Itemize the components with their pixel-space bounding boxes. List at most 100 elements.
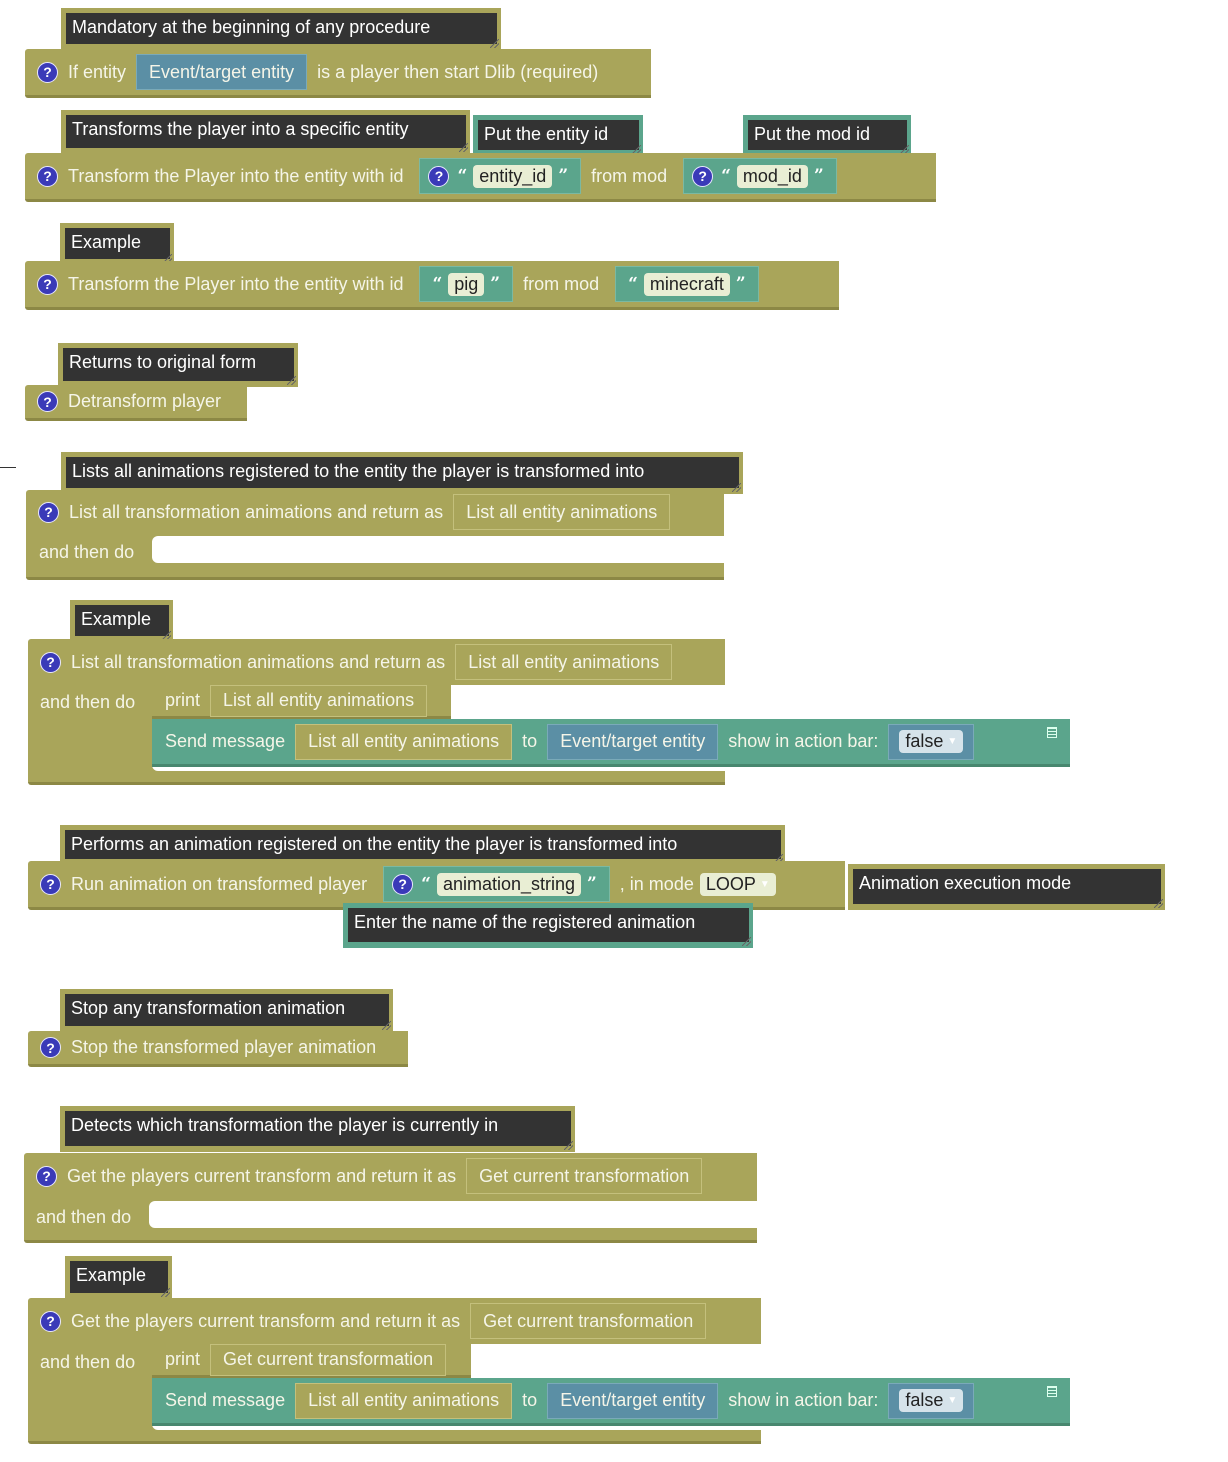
comment-text: Animation execution mode — [853, 869, 1161, 904]
chevron-down-icon: ▼ — [947, 736, 958, 747]
animation-text-block[interactable]: ? “ animation_string ” — [383, 866, 610, 902]
event-target-entity-slot[interactable]: Event/target entity — [547, 1382, 719, 1419]
comment-animation-name[interactable]: Enter the name of the registered animati… — [343, 903, 753, 948]
print-block[interactable]: print Get current transformation — [152, 1343, 471, 1378]
statement-label: and then do — [40, 1352, 136, 1372]
block-label: Get the players current transform and re… — [71, 1310, 461, 1331]
transform-player-block[interactable]: ? Transform the Player into the entity w… — [25, 153, 936, 202]
help-icon[interactable]: ? — [37, 165, 58, 187]
comment-example-1[interactable]: Example — [60, 223, 174, 265]
help-icon[interactable]: ? — [40, 1037, 61, 1058]
action-bar-boolean-slot[interactable]: false▼ — [888, 1382, 975, 1419]
resize-grip-icon[interactable] — [1154, 899, 1163, 908]
help-icon[interactable]: ? — [392, 873, 414, 895]
mod-id-text-block[interactable]: ? “ mod_id ” — [683, 158, 837, 194]
comment-detect-transformation[interactable]: Detects which transformation the player … — [60, 1106, 575, 1152]
quote-close-icon: ” — [558, 166, 569, 186]
quote-open-icon: “ — [457, 166, 468, 186]
block-label: Detransform player — [68, 391, 222, 411]
help-icon[interactable]: ? — [36, 1165, 57, 1187]
statement-input[interactable] — [149, 1201, 757, 1228]
event-target-entity-slot[interactable]: Event/target entity — [136, 54, 308, 90]
list-animations-block[interactable]: ? List all transformation animations and… — [26, 490, 724, 580]
help-icon[interactable]: ? — [37, 391, 58, 412]
resize-grip-icon[interactable] — [774, 854, 783, 863]
dropdown-value: LOOP — [705, 873, 756, 894]
print-block[interactable]: print List all entity animations — [152, 684, 451, 719]
comment-entity-id[interactable]: Put the entity id — [473, 115, 643, 156]
statement-input[interactable] — [152, 536, 724, 563]
comment-example-3[interactable]: Example — [65, 1256, 172, 1299]
boolean-dropdown[interactable]: false▼ — [899, 1389, 964, 1412]
get-transform-block[interactable]: ? Get the players current transform and … — [24, 1153, 757, 1243]
resize-grip-icon[interactable] — [732, 483, 741, 492]
print-value-slot[interactable]: List all entity animations — [210, 684, 428, 717]
text-field[interactable]: mod_id — [736, 164, 808, 188]
send-message-block[interactable]: Send message List all entity animations … — [152, 1378, 1070, 1426]
help-icon[interactable]: ? — [692, 165, 714, 187]
text-field[interactable]: entity_id — [473, 164, 553, 188]
resize-grip-icon[interactable] — [459, 143, 468, 152]
print-value-slot[interactable]: Get current transformation — [210, 1343, 447, 1376]
event-target-entity-slot[interactable]: Event/target entity — [547, 723, 719, 760]
comment-transform[interactable]: Transforms the player into a specific en… — [61, 110, 470, 154]
comment-mod-id[interactable]: Put the mod id — [743, 115, 911, 156]
comment-stop-animation[interactable]: Stop any transformation animation — [60, 989, 393, 1032]
comment-original-form[interactable]: Returns to original form — [58, 343, 298, 387]
help-icon[interactable]: ? — [38, 501, 59, 523]
resize-grip-icon[interactable] — [163, 254, 172, 263]
help-icon[interactable]: ? — [40, 651, 61, 673]
mutator-icon[interactable] — [1047, 727, 1057, 738]
comment-text: Returns to original form — [63, 348, 294, 381]
comment-mandatory[interactable]: Mandatory at the beginning of any proced… — [61, 8, 501, 50]
text-field[interactable]: pig — [448, 272, 485, 296]
resize-grip-icon[interactable] — [287, 376, 296, 385]
block-label: Run animation on transformed player — [71, 873, 368, 894]
block-label: List all transformation animations and r… — [69, 501, 444, 522]
resize-grip-icon[interactable] — [161, 1288, 170, 1297]
resize-grip-icon[interactable] — [900, 145, 909, 154]
action-bar-boolean-slot[interactable]: false▼ — [888, 723, 975, 760]
block-label: to — [522, 1390, 538, 1410]
text-field[interactable]: animation_string — [436, 872, 582, 896]
entity-id-text-block[interactable]: “ pig ” — [419, 266, 514, 302]
stop-animation-block[interactable]: ? Stop the transformed player animation — [28, 1031, 408, 1067]
return-variable-slot[interactable]: Get current transformation — [470, 1303, 707, 1339]
mutator-icon[interactable] — [1047, 1386, 1057, 1397]
block-label: from mod — [591, 165, 668, 186]
run-animation-block[interactable]: ? Run animation on transformed player ? … — [28, 861, 845, 910]
text-field[interactable]: minecraft — [643, 272, 730, 296]
comment-execution-mode[interactable]: Animation execution mode — [848, 864, 1165, 910]
boolean-dropdown[interactable]: false▼ — [899, 730, 964, 753]
help-icon[interactable]: ? — [40, 1310, 61, 1332]
comment-example-2[interactable]: Example — [70, 600, 173, 642]
resize-grip-icon[interactable] — [382, 1021, 391, 1030]
send-message-block[interactable]: Send message List all entity animations … — [152, 719, 1070, 767]
return-variable-slot[interactable]: Get current transformation — [466, 1158, 703, 1194]
comment-list-animations[interactable]: Lists all animations registered to the e… — [61, 452, 743, 494]
start-dlib-block[interactable]: ? If entity Event/target entity is a pla… — [25, 49, 651, 98]
help-icon[interactable]: ? — [37, 61, 58, 83]
resize-grip-icon[interactable] — [162, 631, 171, 640]
comment-text: Put the entity id — [478, 120, 639, 150]
dropdown-value: false — [905, 731, 944, 751]
resize-grip-icon[interactable] — [490, 39, 499, 48]
message-value-slot[interactable]: List all entity animations — [295, 723, 513, 760]
message-value-slot[interactable]: List all entity animations — [295, 1382, 513, 1419]
statement-label: and then do — [39, 542, 135, 562]
return-variable-slot[interactable]: List all entity animations — [455, 644, 673, 680]
help-icon[interactable]: ? — [428, 165, 450, 187]
return-variable-slot[interactable]: List all entity animations — [453, 494, 671, 530]
detransform-player-block[interactable]: ? Detransform player — [25, 385, 247, 421]
resize-grip-icon[interactable] — [742, 937, 751, 946]
comment-performs-animation[interactable]: Performs an animation registered on the … — [60, 825, 785, 865]
help-icon[interactable]: ? — [40, 873, 61, 895]
comment-text: Lists all animations registered to the e… — [66, 457, 739, 488]
transform-player-example-block[interactable]: ? Transform the Player into the entity w… — [25, 261, 839, 310]
mode-dropdown[interactable]: LOOP▼ — [699, 872, 776, 896]
entity-id-text-block[interactable]: ? “ entity_id ” — [419, 158, 582, 194]
resize-grip-icon[interactable] — [632, 145, 641, 154]
resize-grip-icon[interactable] — [564, 1141, 573, 1150]
help-icon[interactable]: ? — [37, 273, 58, 295]
mod-id-text-block[interactable]: “ minecraft ” — [615, 266, 759, 302]
